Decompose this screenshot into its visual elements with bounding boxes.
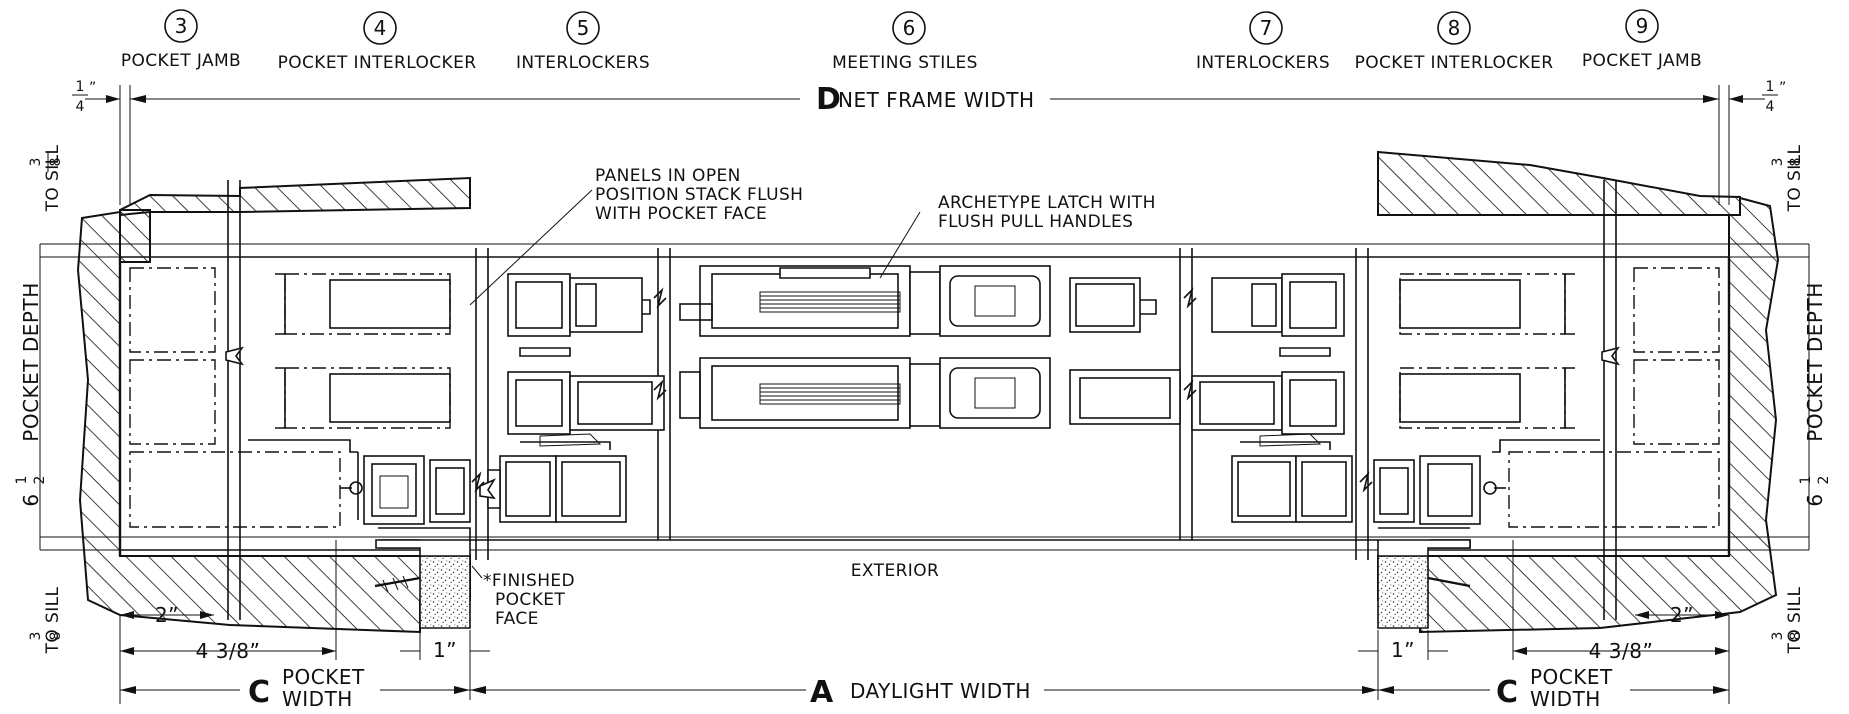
net-frame-width-label: NET FRAME WIDTH (838, 88, 1035, 112)
dim-letter-c-left: C (248, 675, 270, 710)
dim-four-three-eighths-right: 4 3/8” (1589, 639, 1654, 663)
quarter-inch-den-left: 4 (76, 99, 85, 115)
left-pocket-jamb-panels (129, 267, 341, 528)
note-archetype-latch: ARCHETYPE LATCH WITH FLUSH PULL HANDLES (879, 193, 1156, 279)
detail-number: 9 (1636, 14, 1649, 38)
detail-callout-9: 9 POCKET JAMB (1582, 9, 1702, 71)
dim-letter-c-right: C (1496, 675, 1518, 710)
note-line: POCKET (495, 590, 565, 610)
detail-number: 5 (577, 16, 590, 40)
note-line: ARCHETYPE LATCH WITH (938, 193, 1156, 213)
frame-lines (40, 243, 1809, 556)
three-eighths-den: 8 (48, 632, 64, 641)
quarter-inch-num-left: 1 (76, 79, 85, 95)
quarter-inch-den-right: 4 (1766, 99, 1775, 115)
note-panels-open-position: PANELS IN OPEN POSITION STACK FLUSH WITH… (469, 166, 803, 306)
width-dimension-line: C POCKET WIDTH A DAYLIGHT WIDTH C POCKET… (119, 615, 1730, 711)
note-finished-pocket-face: *FINISHED POCKET FACE (471, 565, 575, 629)
dim-four-three-eighths-left: 4 3/8” (196, 639, 261, 663)
three-eighths-num: 3 (28, 158, 44, 167)
three-eighths-num: 3 (28, 632, 44, 641)
to-sill-label-top: TO SILL (1785, 145, 1805, 213)
detail-label: INTERLOCKERS (516, 53, 650, 73)
note-line: WITH POCKET FACE (595, 204, 767, 224)
three-eighths-num: 3 (1770, 632, 1786, 641)
break-symbols (471, 287, 1373, 493)
pocket-width-right-line-2: WIDTH (1530, 687, 1601, 711)
detail-label: MEETING STILES (832, 53, 978, 73)
pocket-depth-label-right: POCKET DEPTH (1803, 282, 1827, 441)
detail-label: INTERLOCKERS (1196, 53, 1330, 73)
inch-mark-left: ” (89, 80, 96, 96)
note-line: FLUSH PULL HANDLES (938, 212, 1133, 232)
detail-callout-4: 4 POCKET INTERLOCKER (278, 11, 477, 73)
three-eighths-den: 8 (1788, 158, 1804, 167)
detail-number: 6 (903, 16, 916, 40)
dim-letter-a: A (810, 675, 834, 710)
note-line: POSITION STACK FLUSH (595, 185, 803, 205)
exterior-label: EXTERIOR (851, 561, 939, 581)
detail-number: 7 (1260, 16, 1273, 40)
pocket-depth-label-left: POCKET DEPTH (19, 282, 43, 441)
pocket-width-right-line-1: POCKET (1530, 665, 1613, 689)
detail-label: POCKET JAMB (121, 51, 241, 71)
left-vertical-dimensions: TO SILL 3 8 POCKET DEPTH 6 1 2 TO SILL 3… (14, 145, 64, 655)
net-frame-width-dimension: D NET FRAME WIDTH 1 4 ” 1 4 ” (72, 79, 1786, 205)
detail-number: 8 (1448, 16, 1461, 40)
detail-number: 3 (175, 14, 188, 38)
pocket-depth-whole: 6 (19, 493, 43, 506)
pocket-depth-den: 2 (32, 476, 48, 485)
daylight-width-label: DAYLIGHT WIDTH (850, 679, 1031, 703)
detail-callout-7: 7 INTERLOCKERS (1196, 11, 1330, 73)
dim-one-inch-right: 1” (1391, 638, 1415, 662)
right-pocket-jamb-panels (1508, 267, 1720, 528)
right-vertical-dimensions: TO SILL 3 8 POCKET DEPTH 6 1 2 TO SILL 3… (1770, 145, 1832, 655)
detail-label: POCKET INTERLOCKER (1355, 53, 1554, 73)
detail-callout-3: 3 POCKET JAMB (121, 9, 241, 71)
left-bottom-dimensions: 2” 4 3/8” 1” (120, 540, 490, 700)
detail-callout-6: 6 MEETING STILES (832, 11, 978, 73)
left-pocket-interlocker-panels (248, 273, 451, 520)
three-eighths-num: 3 (1770, 158, 1786, 167)
meeting-stiles-profile (679, 265, 1181, 429)
three-eighths-den: 8 (1788, 632, 1804, 641)
pocket-width-left-line-1: POCKET (282, 665, 365, 689)
left-finished-pocket-face (374, 539, 471, 629)
detail-label: POCKET JAMB (1582, 51, 1702, 71)
pocket-depth-num: 1 (14, 476, 30, 485)
note-line: FACE (495, 609, 539, 629)
dim-two-inch-left: 2” (155, 603, 179, 627)
wall-left (76, 176, 471, 634)
dim-letter-d: D (816, 82, 841, 117)
right-interlockers-profile (1191, 273, 1353, 523)
right-pocket-interlocker-profile (1373, 455, 1506, 549)
detail-label: POCKET INTERLOCKER (278, 53, 477, 73)
detail-number: 4 (374, 16, 387, 40)
right-bottom-dimensions: 2” 4 3/8” 1” (1358, 540, 1729, 700)
right-pocket-interlocker-panels (1399, 273, 1600, 453)
left-pocket-interlocker-profile (340, 455, 471, 549)
quarter-inch-num-right: 1 (1766, 79, 1775, 95)
note-line: *FINISHED (483, 571, 575, 591)
to-sill-label-top: TO SILL (43, 145, 63, 213)
inch-mark-right: ” (1779, 80, 1786, 96)
wall-right (1377, 150, 1780, 634)
pocket-depth-den: 2 (1816, 476, 1832, 485)
to-sill-label-bottom: TO SILL (1785, 587, 1805, 655)
pocket-width-left-line-2: WIDTH (282, 687, 353, 711)
dim-one-inch-left: 1” (433, 638, 457, 662)
detail-callout-5: 5 INTERLOCKERS (516, 11, 650, 73)
pocket-depth-whole: 6 (1803, 493, 1827, 506)
left-interlockers-profile (479, 273, 665, 523)
dim-two-inch-right: 2” (1670, 603, 1694, 627)
detail-callout-8: 8 POCKET INTERLOCKER (1355, 11, 1554, 73)
right-finished-pocket-face (1377, 539, 1471, 629)
to-sill-label-bottom: TO SILL (43, 587, 63, 655)
pocket-depth-num: 1 (1798, 476, 1814, 485)
three-eighths-den: 8 (48, 158, 64, 167)
note-line: PANELS IN OPEN (595, 166, 741, 186)
